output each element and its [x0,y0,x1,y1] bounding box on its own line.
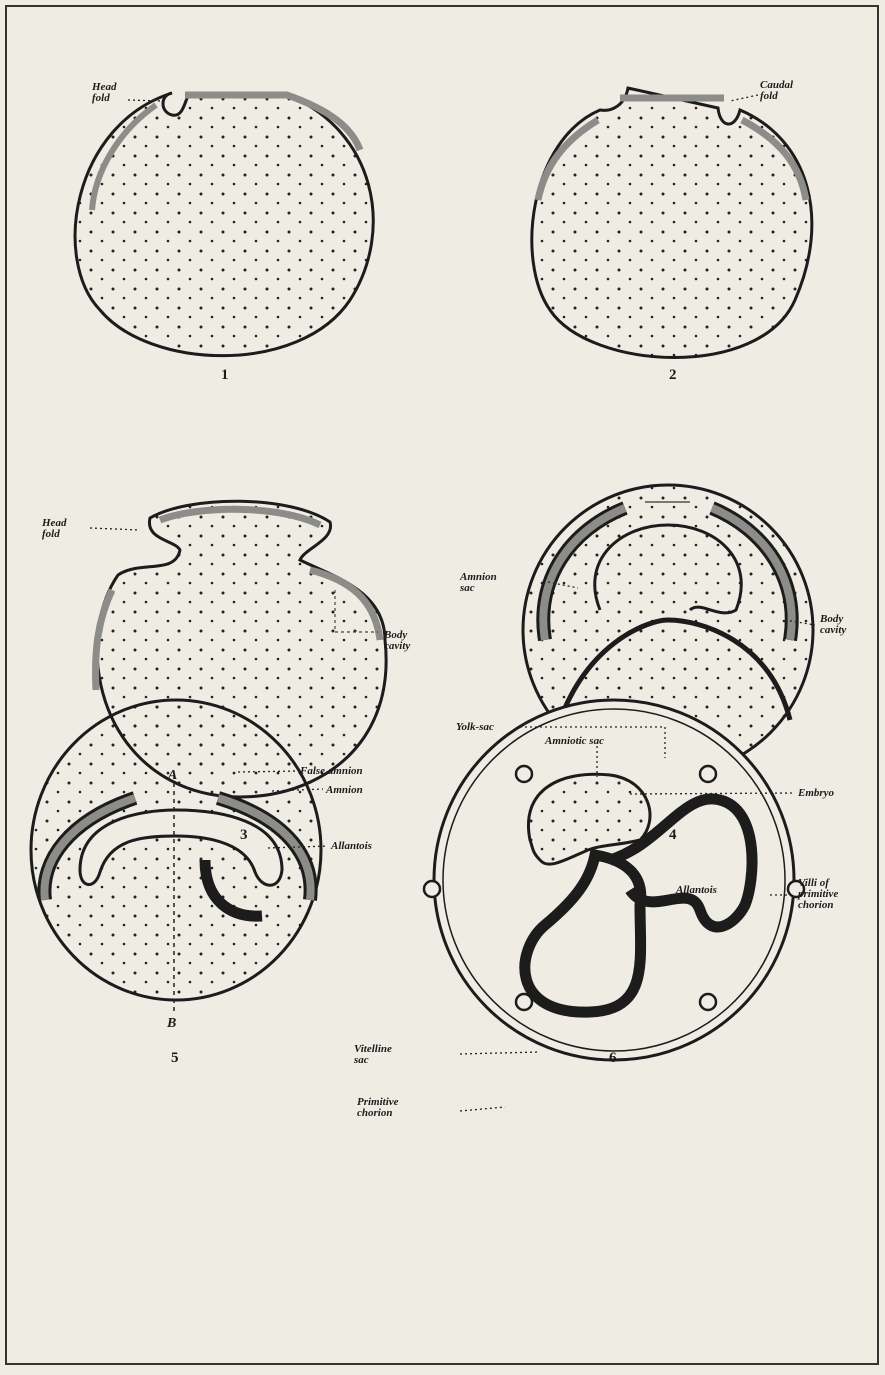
fig4-yolk-sac-label: Yolk-sac [456,722,494,733]
fig4-amnion-sac-label: Amnion sac [460,572,497,594]
fig2-number: 2 [669,367,677,384]
fig3-head-fold-label: Head fold [42,518,66,540]
fig6-villus [424,881,440,897]
fig5-section-b-label: B [167,1018,176,1029]
fig6-allantois-label: Allantois [676,885,717,896]
fig6-villus [516,766,532,782]
fig6-villus [700,994,716,1010]
fig3-body-cavity-label: Body cavity [384,630,410,652]
fig5-section-a-label: A [168,770,177,781]
fig6-amniotic-sac-label: Amniotic sac [545,736,604,747]
fig2-ovum [532,88,812,358]
fig1-number: 1 [221,367,229,384]
fig5-amnion-label: Amnion [326,785,363,796]
fig2-caudal-fold-label: Caudal fold [760,80,793,102]
fig6-villi-label: Villi of primitive chorion [798,878,838,911]
fig4-number: 4 [669,827,677,844]
fig6-villus [700,766,716,782]
fig3-number: 3 [240,827,248,844]
figure-6-drawing [424,700,804,1060]
fig5-number: 5 [171,1050,179,1067]
fig1-ovum [75,93,373,356]
fig6-primitive-chorion-label: Primitive chorion [357,1097,399,1119]
fig6-vitelline-sac-label: Vitelline sac [354,1044,392,1066]
fig6-embryo-label: Embryo [798,788,834,799]
fig4-body-cavity-label: Body cavity [820,614,846,636]
figure-1-drawing [75,93,373,356]
fig1-head-fold-label: Head fold [92,82,116,104]
fig5-allantois-label: Allantois [331,841,372,852]
fig5-false-amnion-label: False amnion [300,766,363,777]
figure-2-drawing [532,88,812,358]
fig6-number: 6 [609,1050,617,1067]
figure-5-drawing [31,700,321,1015]
